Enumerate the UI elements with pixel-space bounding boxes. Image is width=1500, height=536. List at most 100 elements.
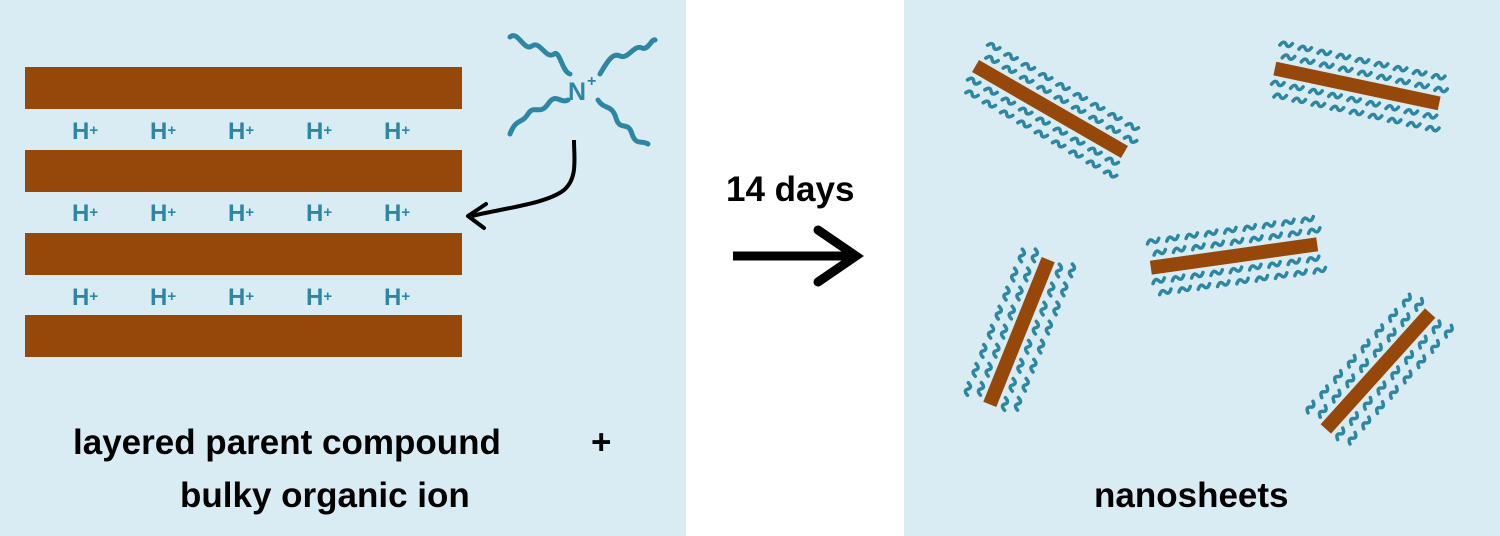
- proton-label: H+: [306, 284, 332, 312]
- organic-ligand: [1165, 233, 1180, 243]
- proton-symbol: H: [384, 200, 402, 227]
- organic-ligand: [1248, 234, 1264, 244]
- organic-ligand: [1347, 430, 1358, 446]
- organic-ligand: [1293, 268, 1308, 278]
- organic-ligand: [1157, 287, 1173, 297]
- organic-ligand: [985, 41, 1002, 52]
- organic-ligand: [1222, 225, 1238, 235]
- organic-ligand: [1190, 242, 1206, 252]
- organic-ligand: [1376, 380, 1387, 396]
- organic-ligand: [1003, 51, 1019, 62]
- proton-charge: +: [323, 122, 333, 139]
- proton-label: H+: [228, 118, 254, 146]
- proton-symbol: H: [384, 284, 402, 311]
- organic-ligand: [1087, 146, 1103, 156]
- organic-ligand: [1067, 262, 1077, 279]
- organic-ligand: [1068, 149, 1084, 159]
- organic-ligand: [1354, 56, 1371, 65]
- organic-ligand: [1332, 368, 1344, 385]
- organic-ligand: [1229, 236, 1245, 247]
- organic-ligand: [1331, 388, 1342, 404]
- nanosheets-label: nanosheets: [1094, 476, 1289, 515]
- organic-ligand: [1055, 81, 1071, 92]
- proton-charge: +: [245, 122, 255, 139]
- organic-ligand: [976, 380, 986, 397]
- proton-label: H+: [228, 284, 254, 312]
- organic-ligand: [1203, 228, 1219, 238]
- nanosheet: [964, 41, 1141, 179]
- organic-ligand: [1050, 139, 1067, 149]
- organic-ligand: [1335, 426, 1346, 442]
- organic-ligand: [1037, 71, 1054, 82]
- organic-ligand: [1022, 266, 1032, 283]
- nanosheet: [963, 247, 1077, 413]
- organic-ligand: [1388, 307, 1399, 323]
- proton-charge: +: [167, 204, 177, 221]
- proton-charge: +: [167, 288, 177, 305]
- organic-ligand: [1235, 276, 1250, 286]
- proton-charge: +: [245, 288, 255, 305]
- organic-ligand: [1039, 300, 1048, 317]
- proton-label: H+: [384, 284, 410, 312]
- inorganic-layer: [25, 233, 462, 275]
- ammonium-ion-figure: N +: [466, 33, 658, 230]
- organic-ligand: [1059, 281, 1069, 298]
- organic-ligand: [1254, 273, 1270, 283]
- organic-ligand: [1013, 395, 1023, 412]
- organic-ligand: [1105, 124, 1122, 134]
- inorganic-layer: [25, 67, 462, 109]
- organic-ligand: [1300, 214, 1316, 224]
- organic-ligand: [983, 86, 999, 96]
- nanosheet: [1269, 40, 1450, 133]
- organic-ligand: [1210, 239, 1226, 249]
- organic-ligand: [1023, 338, 1033, 355]
- organic-ligand: [1016, 357, 1025, 374]
- organic-ligand: [1348, 411, 1360, 427]
- organic-ligand: [1196, 281, 1212, 292]
- plus-sign: +: [591, 423, 612, 462]
- organic-ligand: [1403, 349, 1415, 365]
- organic-ligand: [1072, 91, 1089, 102]
- organic-ligand: [1362, 395, 1373, 411]
- organic-ligand: [1430, 72, 1447, 81]
- organic-ligand: [984, 54, 1000, 64]
- organic-ligand: [1291, 96, 1308, 105]
- organic-ligand: [1184, 231, 1200, 241]
- organic-ligand: [1046, 281, 1056, 298]
- intercalation-arrow: [471, 139, 577, 218]
- organic-ligand: [1104, 156, 1121, 166]
- organic-ligand: [1305, 254, 1321, 264]
- organic-ligand: [1386, 327, 1397, 343]
- proton-charge: +: [167, 122, 177, 139]
- organic-ion-label: bulky organic ion: [180, 476, 470, 515]
- organic-ligand: [1286, 257, 1302, 267]
- organic-ligand: [1030, 247, 1040, 264]
- organic-ligand: [1400, 312, 1411, 328]
- proton-symbol: H: [228, 284, 246, 311]
- organic-ligand: [1124, 121, 1141, 132]
- organic-ligand: [1361, 415, 1372, 431]
- organic-ligand: [1278, 40, 1295, 49]
- proton-charge: +: [89, 122, 99, 139]
- organic-ligand: [1033, 129, 1050, 139]
- organic-ligand: [1394, 77, 1411, 86]
- proton-label: H+: [72, 284, 98, 312]
- organic-ligand: [1228, 265, 1244, 275]
- proton-symbol: H: [228, 118, 246, 145]
- organic-ligand: [1319, 384, 1330, 400]
- organic-ligand: [1242, 222, 1258, 233]
- proton-symbol: H: [72, 284, 90, 311]
- organic-ligand: [1384, 103, 1401, 112]
- proton-symbol: H: [228, 200, 246, 227]
- organic-ligand: [1247, 262, 1263, 272]
- organic-ligand: [1318, 61, 1335, 70]
- organic-ligand: [1015, 285, 1024, 302]
- organic-ligand: [1307, 87, 1324, 96]
- organic-ligand: [1107, 111, 1123, 122]
- organic-ligand: [1288, 83, 1305, 92]
- organic-ligand: [971, 361, 980, 379]
- alkyl-chain: [597, 37, 658, 77]
- organic-ligand: [1036, 84, 1052, 94]
- organic-ligand: [1088, 114, 1104, 124]
- parent-compound-label: layered parent compound: [73, 423, 501, 462]
